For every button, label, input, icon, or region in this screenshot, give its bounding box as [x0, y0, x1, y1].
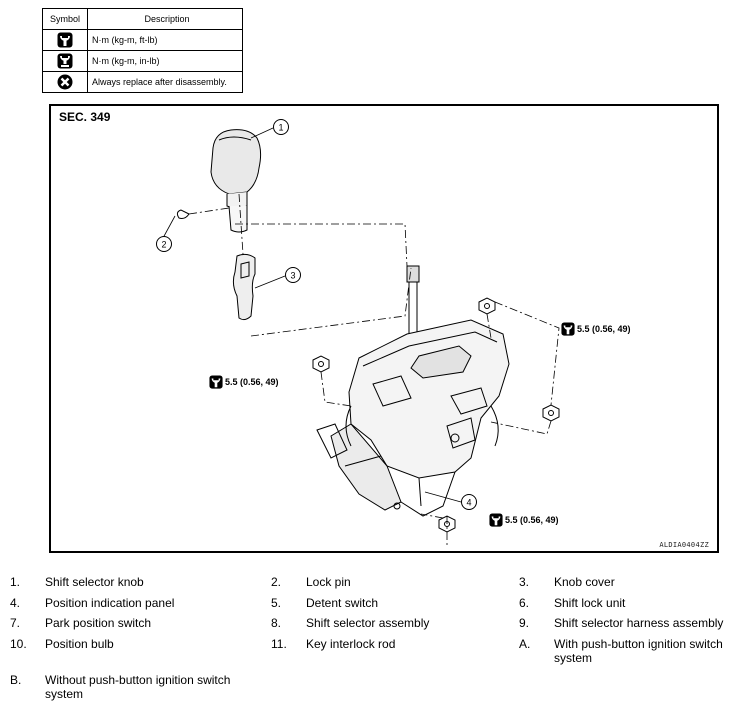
svg-text:3: 3: [290, 271, 295, 281]
svg-text:2: 2: [161, 240, 166, 250]
symbol-table: Symbol Description N·m (kg-m, ft-lb) N·m…: [42, 8, 243, 93]
nut-top-left: [312, 355, 330, 373]
svg-text:4: 4: [466, 498, 471, 508]
exploded-view-diagram: SEC. 349: [49, 104, 719, 553]
torque-label-right: 5.5 (0.56, 49): [561, 322, 631, 336]
shift-knob-shape: [210, 129, 262, 195]
torque-wrench-icon: [489, 513, 503, 527]
symbol-table-header: Symbol Description: [42, 8, 243, 30]
torque-value: 5.5 (0.56, 49): [225, 377, 279, 387]
symbol-description: Always replace after disassembly.: [87, 71, 243, 93]
replace-icon: [57, 74, 73, 90]
callout-1: 1: [273, 119, 289, 135]
symbol-table-row: N·m (kg-m, in-lb): [42, 50, 243, 72]
torque-wrench-icon: [209, 375, 223, 389]
section-label: SEC. 349: [59, 110, 111, 124]
symbol-table-row: N·m (kg-m, ft-lb): [42, 29, 243, 51]
knob-cover-shape: [232, 253, 256, 321]
symbol-table-row: Always replace after disassembly.: [42, 71, 243, 93]
figure-ref-code: ALDIA0404ZZ: [659, 541, 709, 549]
symbol-header: Symbol: [42, 8, 88, 30]
nut-right: [542, 404, 560, 422]
callout-3: 3: [285, 267, 301, 283]
torque-wrench-icon: [561, 322, 575, 336]
torque-wrench-icon: [57, 32, 73, 48]
torque-label-left: 5.5 (0.56, 49): [209, 375, 279, 389]
torque-wrench-small-icon: [57, 53, 73, 69]
svg-text:1: 1: [278, 123, 283, 133]
nut-top-right: [478, 297, 496, 315]
lock-pin-shape: [176, 209, 190, 219]
description-header: Description: [87, 8, 243, 30]
symbol-description: N·m (kg-m, in-lb): [87, 50, 243, 72]
torque-value: 5.5 (0.56, 49): [577, 324, 631, 334]
callout-4: 4: [461, 494, 477, 510]
torque-value: 5.5 (0.56, 49): [505, 515, 559, 525]
callout-2: 2: [156, 236, 172, 252]
symbol-description: N·m (kg-m, ft-lb): [87, 29, 243, 51]
shift-selector-drawing: [162, 127, 560, 546]
torque-label-bottom: 5.5 (0.56, 49): [489, 513, 559, 527]
